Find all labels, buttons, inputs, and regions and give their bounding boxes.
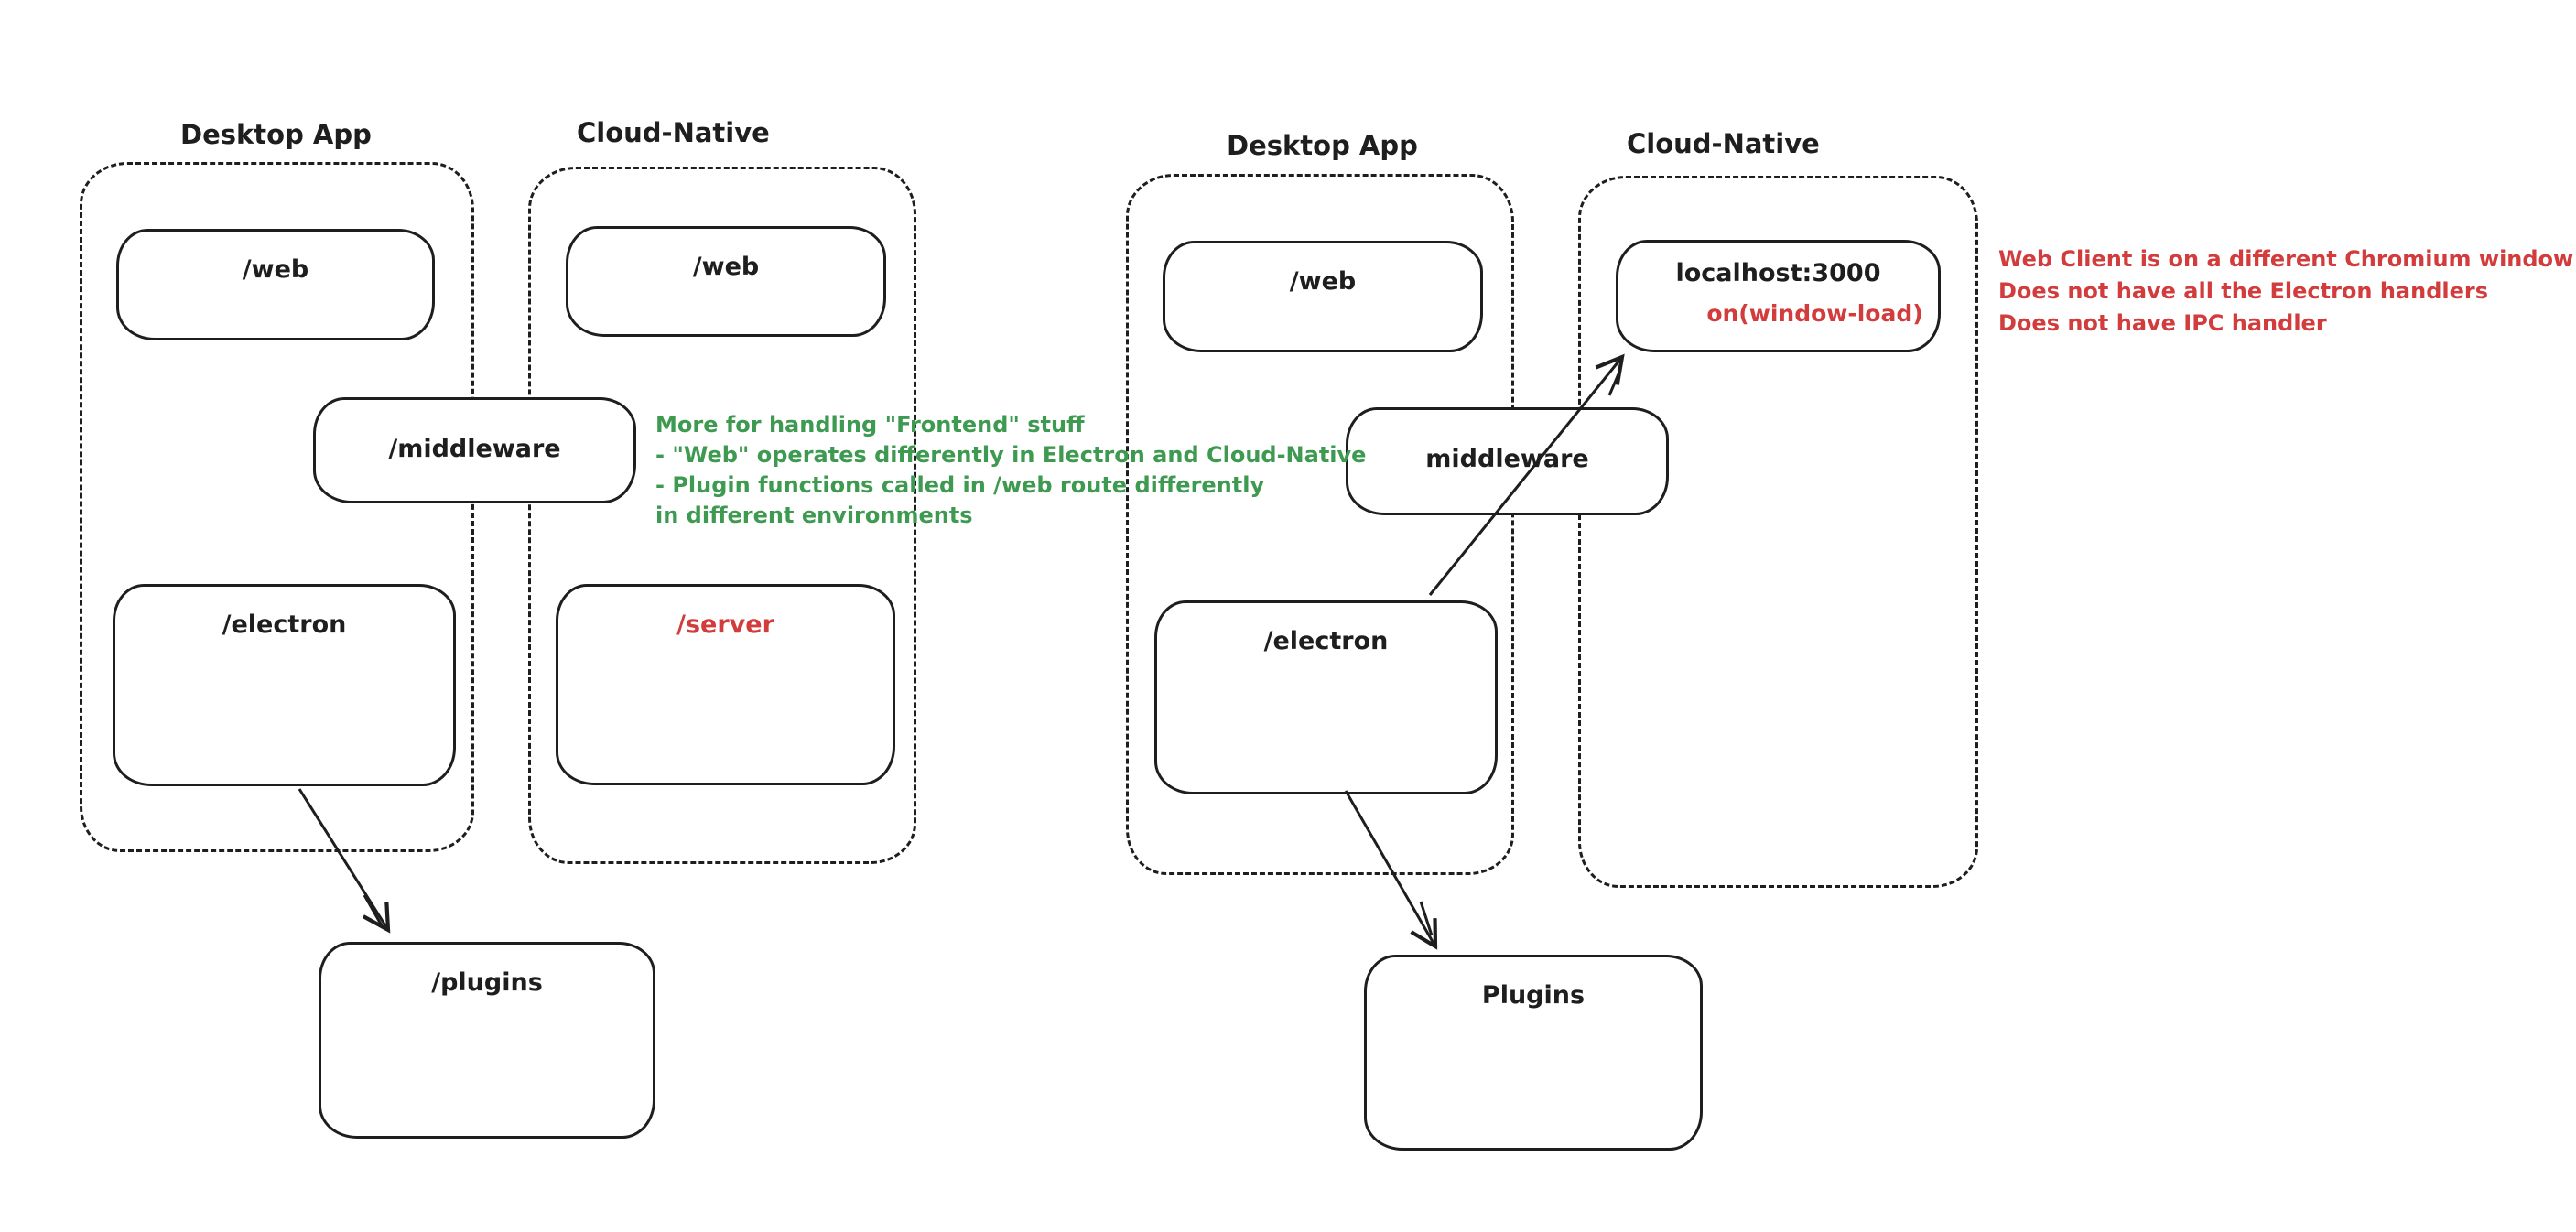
left-cloud-web-label: /web	[692, 253, 760, 281]
left-server-box: /server	[556, 584, 895, 785]
right-plugins-label: Plugins	[1481, 981, 1586, 1010]
left-server-label: /server	[676, 611, 774, 639]
right-plugins-box: Plugins	[1364, 955, 1703, 1151]
left-desktop-web-label: /web	[242, 255, 309, 284]
right-localhost-box: localhost:3000 on(window-load)	[1616, 240, 1941, 352]
sketch-stray-line	[1419, 901, 1434, 936]
green-annotation-line: - "Web" operates differently in Electron…	[655, 442, 1367, 468]
green-annotation: More for handling "Frontend" stuff - "We…	[655, 410, 1366, 531]
red-annotation-line: Does not have IPC handler	[1998, 310, 2327, 336]
left-cloud-native-container	[528, 167, 916, 864]
right-middleware-box: middleware	[1346, 407, 1669, 515]
right-localhost-label: localhost:3000	[1675, 259, 1881, 287]
sketch-stray-line	[363, 894, 384, 928]
red-annotation-line: Web Client is on a different Chromium wi…	[1998, 246, 2574, 272]
right-electron-box: /electron	[1154, 600, 1498, 794]
left-electron-box: /electron	[113, 584, 456, 786]
right-desktop-app-label: Desktop App	[1227, 130, 1418, 161]
red-annotation-line: Does not have all the Electron handlers	[1998, 278, 2489, 304]
left-middleware-label: /middleware	[388, 435, 561, 463]
green-annotation-line: in different environments	[655, 503, 973, 528]
right-middleware-label: middleware	[1425, 445, 1589, 473]
left-plugins-box: /plugins	[319, 942, 655, 1139]
right-window-load-label: on(window-load)	[1706, 300, 1923, 327]
red-annotation: Web Client is on a different Chromium wi…	[1998, 243, 2573, 340]
left-cloud-web-box: /web	[566, 226, 886, 337]
right-cloud-native-label: Cloud-Native	[1627, 128, 1820, 159]
left-desktop-app-label: Desktop App	[180, 119, 372, 150]
green-annotation-line: - Plugin functions called in /web route …	[655, 472, 1265, 498]
left-middleware-box: /middleware	[313, 397, 636, 503]
left-cloud-native-label: Cloud-Native	[577, 117, 770, 148]
left-plugins-label: /plugins	[431, 968, 543, 997]
right-desktop-web-label: /web	[1289, 267, 1357, 296]
green-annotation-line: More for handling "Frontend" stuff	[655, 412, 1085, 438]
left-electron-label: /electron	[222, 611, 347, 639]
left-desktop-app-container	[80, 162, 474, 852]
right-desktop-web-box: /web	[1163, 241, 1483, 352]
left-desktop-web-box: /web	[116, 229, 435, 340]
right-electron-label: /electron	[1263, 627, 1389, 655]
